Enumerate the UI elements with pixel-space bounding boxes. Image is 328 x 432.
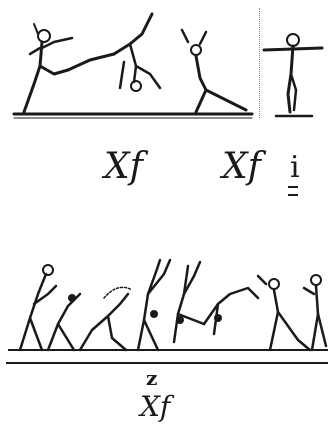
sequence-figure-4 [138,260,170,350]
top-right-symbol: Xf [222,146,261,187]
gymnast-figure-1 [24,24,72,112]
gymnast-sequence-drawing [8,254,328,358]
bottom-symbol: Xf [140,390,170,423]
top-left-figure-sequence [10,4,258,122]
bottom-figure-sequence [8,254,328,358]
sequence-figure-8 [304,275,326,350]
sequence-figure-1 [20,265,56,350]
sequence-figure-6 [204,288,258,334]
sequence-figure-5 [174,262,204,342]
gymnast-walkover-drawing [10,4,258,122]
top-right-figure [262,30,324,122]
floor-line [6,362,328,364]
sequence-figure-2 [48,294,80,350]
sequence-figure-3 [80,287,132,350]
gymnast-figure-3 [182,30,246,112]
top-left-symbol: Xf [104,146,143,187]
gymnast-figure-2 [68,14,160,91]
gymnast-standing-drawing [262,30,324,122]
sequence-figure-7 [258,276,310,350]
top-right-symbol-mark: i [290,150,300,185]
separator-dotted-line [259,8,260,118]
bottom-symbol-mark: z [146,366,157,390]
top-right-symbol-underline [288,186,298,196]
